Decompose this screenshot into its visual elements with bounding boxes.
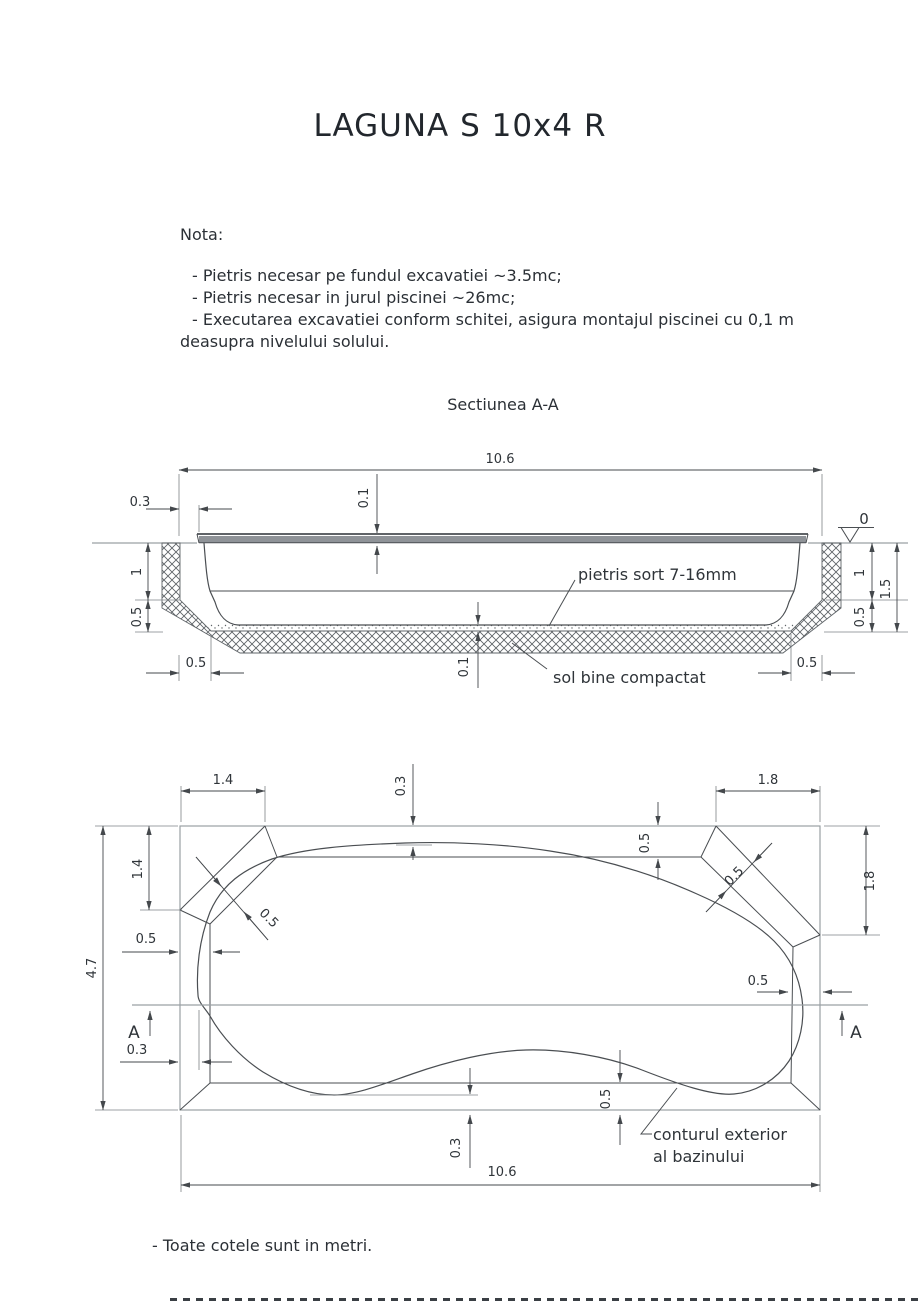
dim-label: 0.5 bbox=[599, 1089, 614, 1110]
miter-bottom-left bbox=[179, 1082, 211, 1111]
page-edge-artifact bbox=[170, 1298, 920, 1301]
dim-plan-corner-left-width: 1.4 bbox=[180, 773, 266, 822]
callout-label: sol bine compactat bbox=[553, 668, 706, 687]
datum-triangle-icon bbox=[840, 527, 860, 543]
dim-label: 0.5 bbox=[186, 656, 207, 671]
dim-plan-overall-height: 4.7 bbox=[85, 825, 178, 1111]
excavation-bottom-outline bbox=[209, 856, 794, 1084]
dim-label: 1.5 bbox=[879, 579, 894, 600]
dim-plan-overall-width: 10.6 bbox=[180, 1115, 821, 1192]
plan-drawing: A A 1.4 0.3 bbox=[85, 764, 880, 1192]
dim-label: 1.4 bbox=[213, 773, 234, 788]
section-marker-label: A bbox=[128, 1023, 140, 1043]
callout-pool-contour: conturul exterior al bazinului bbox=[639, 1087, 787, 1166]
dim-label: 10.6 bbox=[488, 1165, 517, 1180]
corner-band-top-left bbox=[179, 825, 278, 925]
dim-label: 1.4 bbox=[131, 859, 146, 880]
notes-block: Nota: - Pietris necesar pe fundul excava… bbox=[180, 224, 860, 353]
dim-label: 0.3 bbox=[130, 495, 151, 510]
dim-section-gravel-layer: 0.1 bbox=[457, 602, 481, 688]
datum-symbol: 0 bbox=[838, 510, 874, 543]
gravel-layer bbox=[203, 624, 799, 631]
dim-label: 1.8 bbox=[758, 773, 779, 788]
section-drawing: 10.6 0.3 0.1 bbox=[92, 452, 908, 688]
callout-label: pietris sort 7-16mm bbox=[578, 565, 737, 584]
section-marker-label: A bbox=[850, 1023, 862, 1043]
miter-bottom-right bbox=[790, 1082, 821, 1111]
dim-label: 0.5 bbox=[853, 607, 868, 628]
dim-section-bottom-left-offset: 0.5 bbox=[146, 634, 244, 681]
section-marker-left: A bbox=[128, 1010, 153, 1043]
corner-band-top-right bbox=[700, 825, 821, 948]
callout-label: al bazinului bbox=[653, 1147, 744, 1166]
dim-plan-bottom-slope: 0.5 bbox=[599, 1050, 623, 1145]
dim-label: 1 bbox=[130, 568, 145, 576]
notes-heading: Nota: bbox=[180, 225, 224, 244]
dim-label: 0.1 bbox=[357, 488, 372, 509]
dim-label: 0.5 bbox=[136, 932, 157, 947]
dim-section-bottom-right-offset: 0.5 bbox=[758, 634, 855, 681]
callout-label: conturul exterior bbox=[653, 1125, 787, 1144]
note-line: - Pietris necesar pe fundul excavatiei ~… bbox=[192, 266, 562, 285]
dim-plan-corner-left-band: 0.5 bbox=[195, 856, 281, 941]
dim-label: 0.5 bbox=[256, 906, 281, 931]
pool-lip-bar bbox=[199, 536, 806, 543]
dim-label: 0.5 bbox=[797, 656, 818, 671]
dim-label: 0.5 bbox=[748, 974, 769, 989]
section-marker-right: A bbox=[839, 1010, 862, 1043]
pool-contour bbox=[196, 841, 804, 1096]
note-line: - Executarea excavatiei conform schitei,… bbox=[192, 310, 794, 329]
dim-label: 10.6 bbox=[486, 452, 515, 467]
dim-plan-top-slope: 0.5 bbox=[638, 802, 661, 880]
dim-plan-bottom-gap: 0.3 bbox=[310, 1068, 478, 1168]
dim-section-lip-height: 0.1 bbox=[357, 474, 380, 574]
dim-plan-left-slope: 0.5 bbox=[122, 932, 240, 955]
pool-wall-outline bbox=[203, 542, 801, 626]
dim-label: 0.5 bbox=[638, 833, 653, 854]
dim-section-overall-width: 10.6 bbox=[178, 452, 823, 536]
dim-label: 0.3 bbox=[394, 776, 409, 797]
dim-label: 1.8 bbox=[863, 871, 878, 892]
dim-section-right-depths: 1 0.5 1.5 bbox=[824, 542, 908, 633]
dim-label: 4.7 bbox=[85, 958, 100, 979]
dim-label: 0.3 bbox=[449, 1138, 464, 1159]
dim-label: 0.1 bbox=[457, 657, 472, 678]
note-line: - Pietris necesar in jurul piscinei ~26m… bbox=[192, 288, 516, 307]
dim-section-wall-gap: 0.3 bbox=[130, 495, 232, 532]
callout-gravel: pietris sort 7-16mm bbox=[548, 565, 737, 627]
dim-label: 1 bbox=[853, 569, 868, 577]
excavation-outline bbox=[179, 825, 821, 1111]
dim-plan-corner-left-height: 1.4 bbox=[131, 825, 182, 911]
dim-plan-corner-right-height: 1.8 bbox=[822, 825, 880, 936]
page-title: LAGUNA S 10x4 R bbox=[313, 108, 607, 144]
dim-plan-left-gap: 0.3 bbox=[120, 1010, 232, 1070]
pool-cross-section bbox=[196, 533, 809, 626]
section-title: Sectiunea A-A bbox=[447, 395, 559, 414]
note-line: deasupra nivelului solului. bbox=[180, 332, 390, 351]
footer-note: - Toate cotele sunt in metri. bbox=[152, 1236, 373, 1255]
dim-plan-corner-right-band: 0.5 bbox=[705, 842, 773, 913]
dim-label: 0.3 bbox=[127, 1043, 148, 1058]
callout-soil: sol bine compactat bbox=[511, 642, 706, 687]
excavation-hatch bbox=[161, 542, 842, 654]
dim-section-left-depths: 1 0.5 bbox=[130, 542, 180, 633]
dim-plan-right-slope: 0.5 bbox=[748, 974, 852, 995]
datum-label: 0 bbox=[859, 510, 869, 528]
dim-label: 0.5 bbox=[722, 864, 747, 889]
dim-label: 0.5 bbox=[130, 607, 145, 628]
dim-plan-top-gap: 0.3 bbox=[394, 764, 432, 860]
dim-plan-corner-right-width: 1.8 bbox=[715, 773, 821, 822]
